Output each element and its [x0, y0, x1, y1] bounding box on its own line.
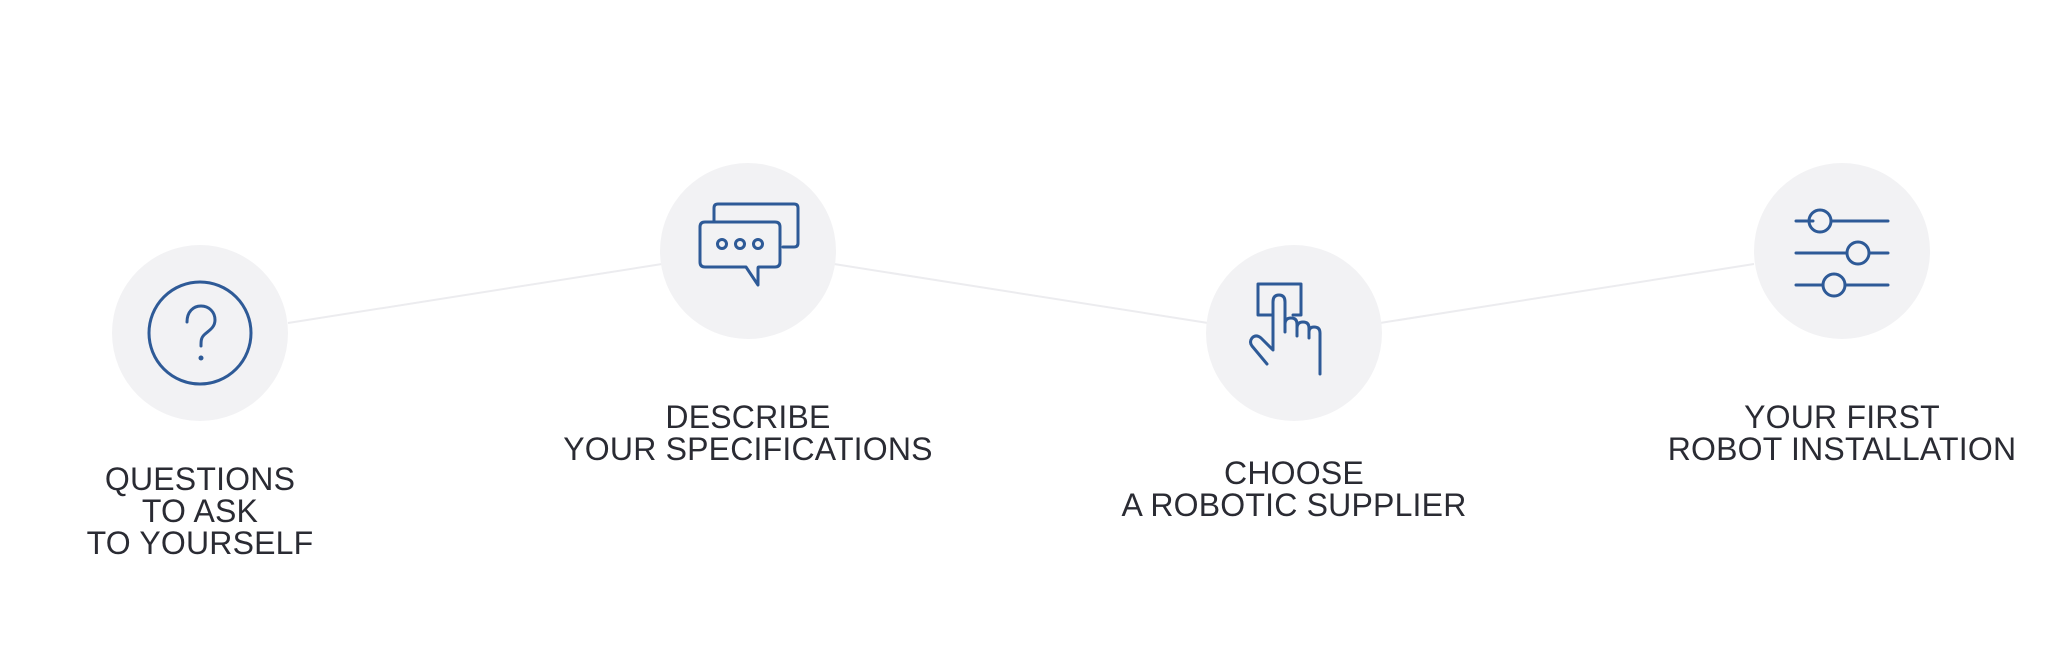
step-label-line: YOUR SPECIFICATIONS [563, 431, 933, 467]
connector-line-2-3 [833, 263, 1209, 324]
step-label-line: TO ASK [141, 493, 259, 529]
hand-pointing-icon [1239, 278, 1349, 388]
step-circle [1754, 163, 1930, 339]
step-label: DESCRIBE YOUR SPECIFICATIONS [538, 401, 958, 465]
step-label-line: CHOOSE [1224, 455, 1364, 491]
step-circle [112, 245, 288, 421]
connector-line-1-2 [287, 263, 663, 324]
question-mark-icon [145, 278, 255, 388]
chat-bubbles-icon [693, 196, 803, 306]
step-label-line: A ROBOTIC SUPPLIER [1121, 487, 1467, 523]
step-label-line: TO YOURSELF [86, 525, 314, 561]
sliders-icon [1787, 196, 1897, 306]
step-circle [1206, 245, 1382, 421]
step-circle [660, 163, 836, 339]
step-label: QUESTIONS TO ASK TO YOURSELF [0, 463, 410, 559]
connector-line-3-4 [1379, 263, 1755, 324]
step-label: YOUR FIRST ROBOT INSTALLATION [1632, 401, 2048, 465]
step-label-line: YOUR FIRST [1744, 399, 1940, 435]
step-label-line: ROBOT INSTALLATION [1667, 431, 2017, 467]
step-label-line: DESCRIBE [665, 399, 831, 435]
step-label-line: QUESTIONS [104, 461, 296, 497]
step-label: CHOOSE A ROBOTIC SUPPLIER [1084, 457, 1504, 521]
